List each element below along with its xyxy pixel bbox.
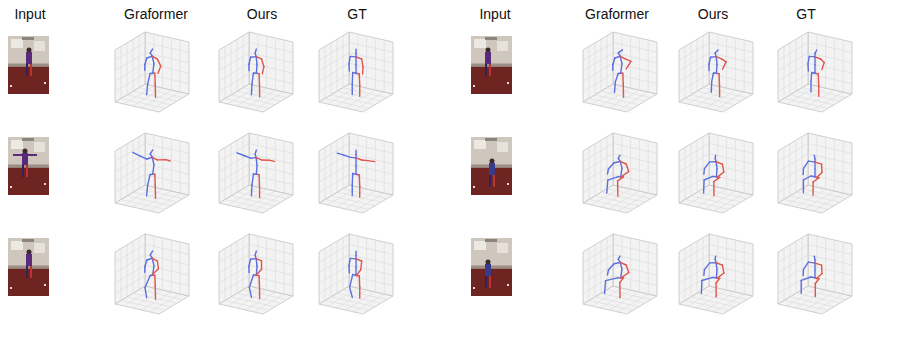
column-header: Input [14, 6, 45, 22]
pose-plot [679, 133, 753, 213]
pose-plot [679, 234, 753, 314]
pose-plot [219, 32, 293, 112]
pose-plot [319, 234, 393, 314]
pose-plot [583, 234, 657, 314]
column-header: Ours [698, 6, 728, 22]
column-header: GT [347, 6, 366, 22]
input-photo [471, 238, 512, 296]
pose-plot [778, 234, 852, 314]
column-header: Ours [247, 6, 277, 22]
column-header: Input [479, 6, 510, 22]
pose-plot [583, 133, 657, 213]
pose-plot [679, 32, 753, 112]
pose-plot [115, 234, 189, 314]
input-photo [471, 36, 512, 94]
column-header: GT [796, 6, 815, 22]
pose-plot [219, 234, 293, 314]
pose-plot [319, 32, 393, 112]
pose-plot [583, 32, 657, 112]
pose-plot [115, 133, 189, 213]
pose-plot [219, 133, 293, 213]
pose-plot [115, 32, 189, 112]
pose-plot [319, 133, 393, 213]
pose-plot [778, 133, 852, 213]
input-photo [8, 137, 49, 195]
input-photo [8, 36, 49, 94]
column-header: Graformer [124, 6, 188, 22]
input-photo [8, 238, 49, 296]
column-header: Graformer [585, 6, 649, 22]
input-photo [471, 137, 512, 195]
pose-plot [778, 32, 852, 112]
